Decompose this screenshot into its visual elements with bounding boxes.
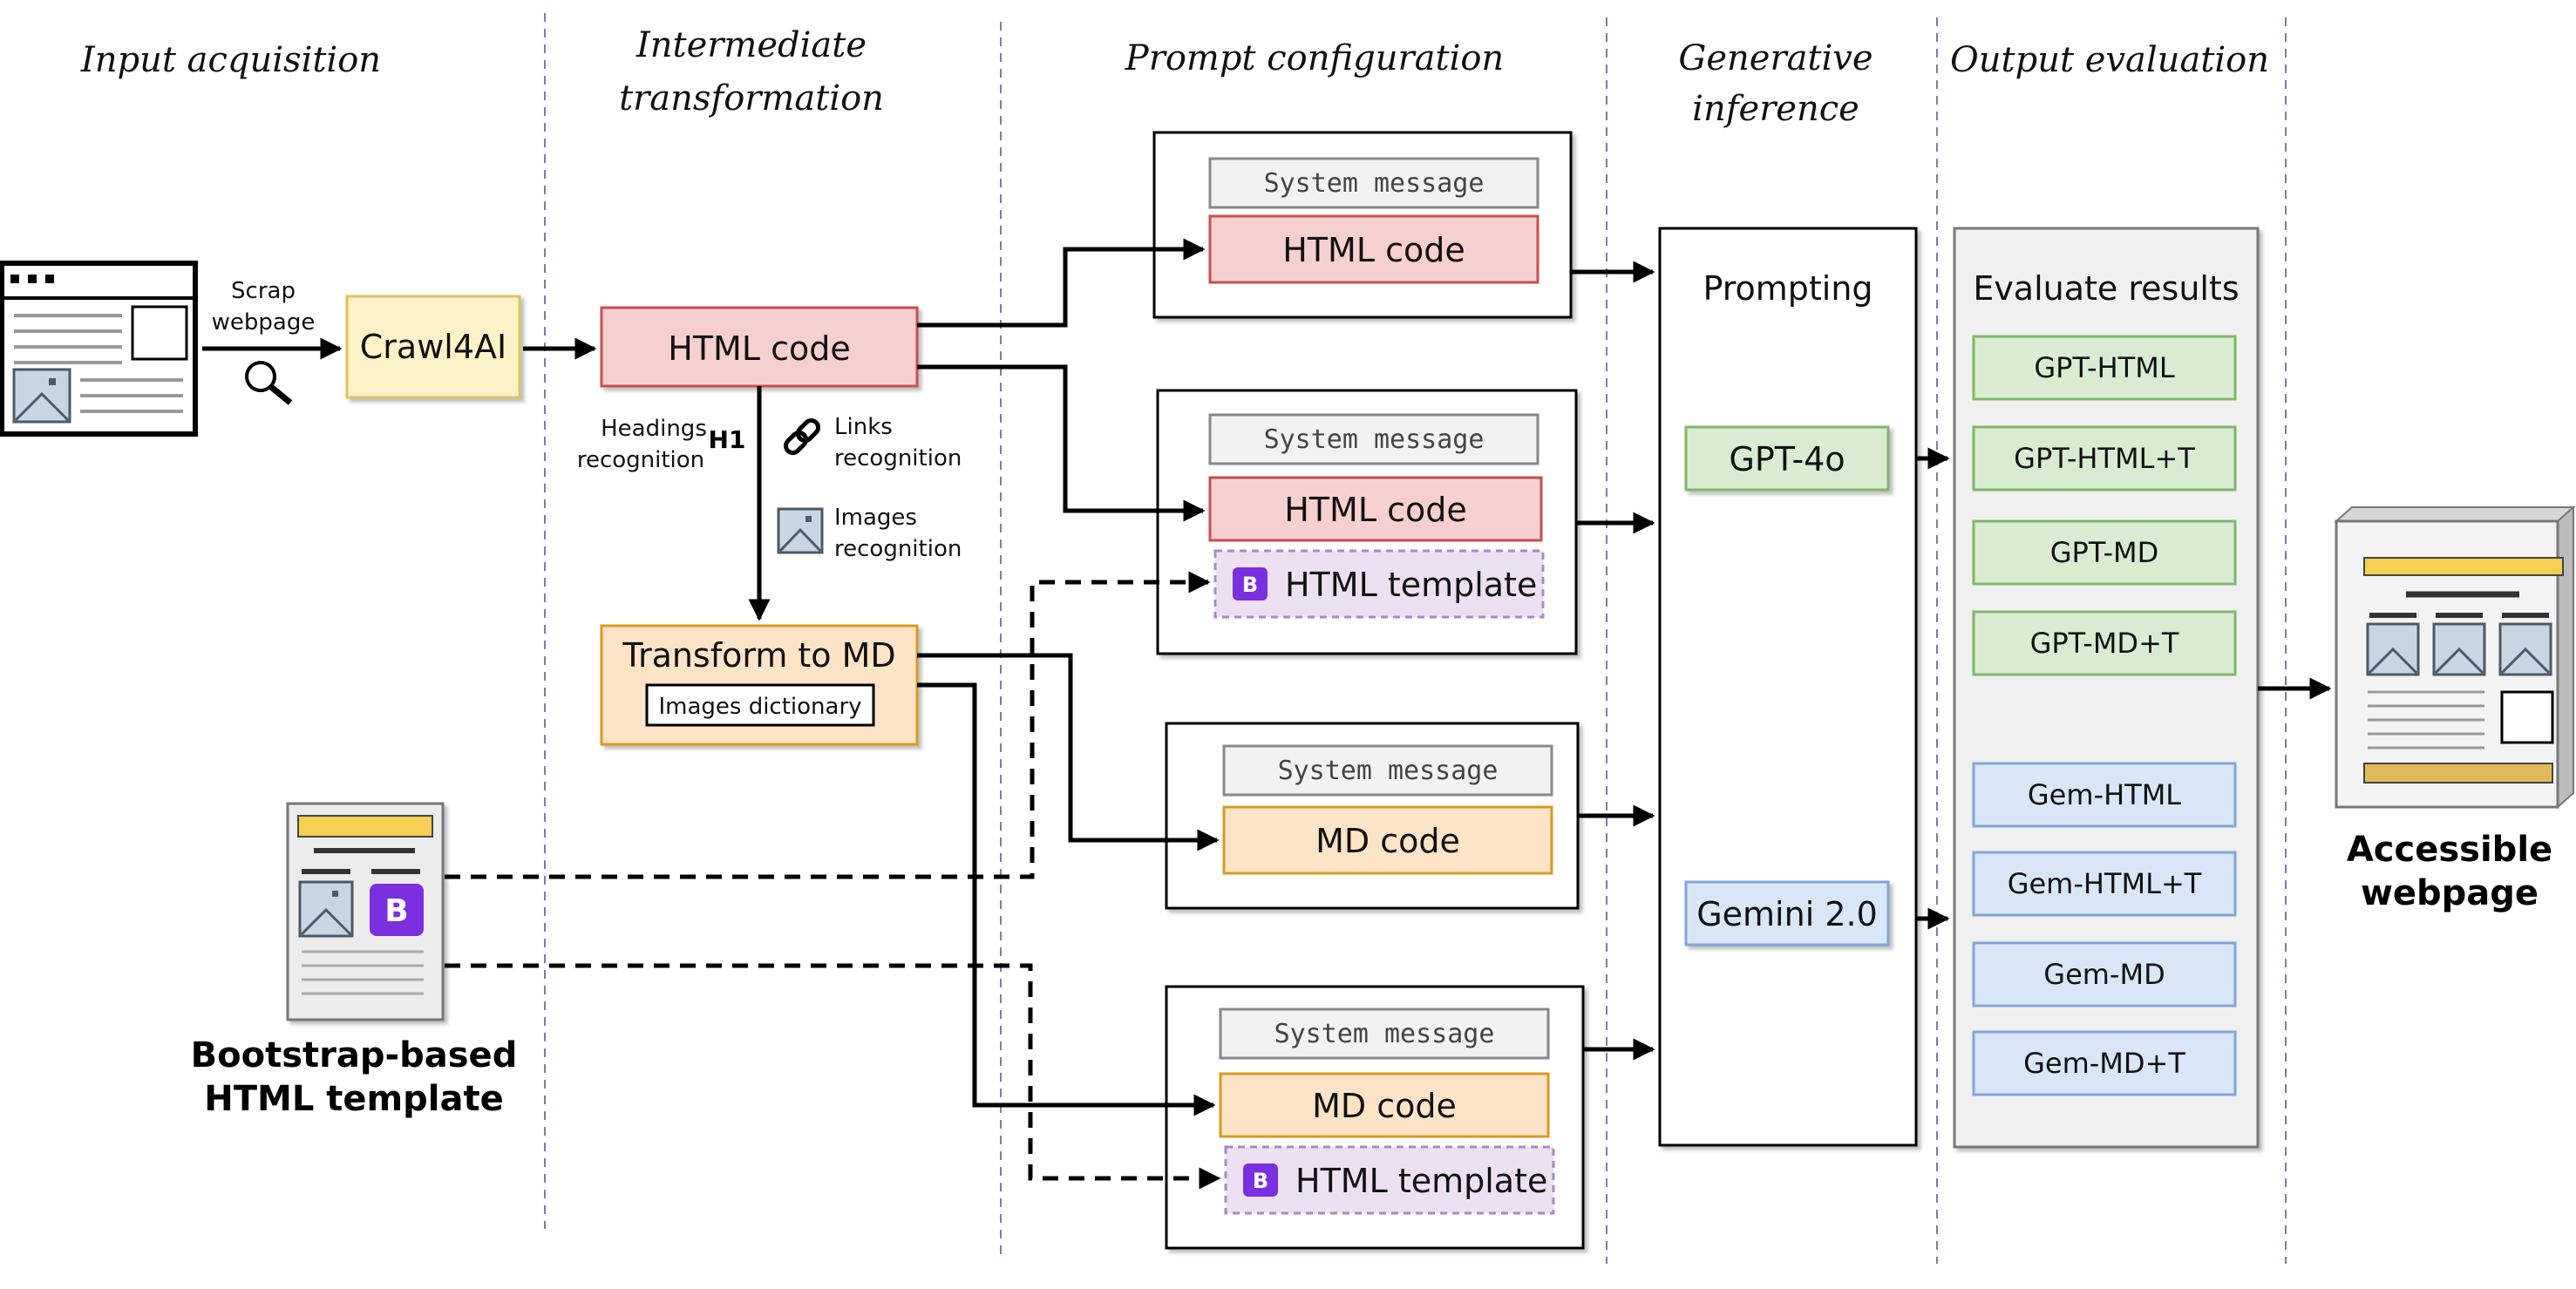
eval-result-gem xyxy=(1972,941,2237,1007)
h1-tag-icon: H1 xyxy=(709,425,746,454)
headings-label-line2: recognition xyxy=(577,447,704,473)
stage-header-generative-line2: inference xyxy=(1692,89,1859,129)
model-gemini-label: Gemini 2.0 xyxy=(1696,895,1878,933)
images-dictionary-label: Images dictionary xyxy=(658,694,861,720)
model-gemini-box xyxy=(1684,880,1890,946)
crawl4ai-label: Crawl4AI xyxy=(360,328,506,366)
stage-header-intermediate-line1: Intermediate xyxy=(636,25,867,65)
eval-result-gpt xyxy=(1972,335,2237,401)
prompt-html-template-label: HTML template xyxy=(1295,1162,1547,1200)
stage-header-generative-line1: Generative xyxy=(1678,38,1873,78)
prompting-title: Prompting xyxy=(1703,269,1873,308)
system-message-label: System message xyxy=(1278,756,1499,786)
transform-md-label: Transform to MD xyxy=(622,636,895,675)
webpage-icon xyxy=(0,261,198,437)
prompting-panel xyxy=(1658,227,1918,1147)
bootstrap-badge-large: B xyxy=(384,893,408,929)
arrow-html-to-prompt2 xyxy=(917,364,1206,522)
image-recognition-icon xyxy=(777,507,824,554)
headings-label-line1: Headings xyxy=(601,416,707,442)
html-code-box xyxy=(600,306,919,388)
eval-result-label: Gem-HTML+T xyxy=(2008,867,2202,900)
bootstrap-badge-letter: B xyxy=(1242,573,1258,597)
eval-result-label: Gem-MD xyxy=(2043,958,2165,991)
html-code-label: HTML code xyxy=(668,329,850,368)
eval-result-label: GPT-HTML xyxy=(2034,351,2174,384)
eval-result-gpt xyxy=(1972,425,2237,492)
images-dictionary-box xyxy=(645,683,875,727)
prompt-html-code-label: HTML code xyxy=(1282,231,1465,269)
stage-header-intermediate-line2: transformation xyxy=(619,78,884,119)
arrow-html-to-prompt1 xyxy=(917,238,1206,328)
links-label-line1: Links xyxy=(834,414,893,440)
links-label-line2: recognition xyxy=(834,445,962,472)
prompt-html-template-box xyxy=(1224,1145,1555,1215)
images-label-line1: Images xyxy=(834,505,917,531)
arrow-template-to-prompt2 xyxy=(445,571,1211,879)
prompt-html-code-label: HTML code xyxy=(1284,491,1466,529)
prompt-md-code-label: MD code xyxy=(1312,1087,1457,1125)
eval-result-gem xyxy=(1972,1030,2237,1096)
prompt-md-code-box xyxy=(1222,805,1553,875)
solid-connectors xyxy=(202,238,2332,1116)
stage-header-input: Input acquisition xyxy=(80,40,381,80)
prompt-html-template-label: HTML template xyxy=(1285,566,1537,604)
eval-result-gem xyxy=(1972,762,2237,828)
prompt-html-template-box xyxy=(1213,549,1545,619)
images-label-line2: recognition xyxy=(834,536,962,562)
system-message-label: System message xyxy=(1264,168,1485,199)
arrow-md-to-prompt4 xyxy=(917,682,1216,1116)
bootstrap-template-icon: B xyxy=(286,802,445,1021)
bootstrap-badge-letter: B xyxy=(1253,1169,1268,1193)
crawl4ai-box xyxy=(345,295,521,399)
model-gpt4o-label: GPT-4o xyxy=(1729,440,1845,478)
system-message-label: System message xyxy=(1274,1019,1495,1049)
prompt-html-code-box xyxy=(1208,476,1543,542)
arrow-template-to-prompt4 xyxy=(445,963,1221,1190)
stage-header-evaluation: Output evaluation xyxy=(1950,40,2269,80)
accessible-webpage-icon xyxy=(2334,505,2576,810)
model-gpt4o-box xyxy=(1684,425,1890,492)
prompt-md-code-box xyxy=(1219,1072,1550,1138)
system-message-box xyxy=(1208,157,1539,209)
arrow-md-to-prompt3 xyxy=(917,653,1220,851)
scrap-label-line2: webpage xyxy=(212,309,316,336)
eval-result-label: Gem-MD+T xyxy=(2023,1047,2185,1080)
bootstrap-badge-icon xyxy=(1243,1163,1278,1197)
accessible-webpage-label-line2: webpage xyxy=(2361,873,2539,913)
bootstrap-template-label-line2: HTML template xyxy=(204,1079,504,1119)
dashed-connectors xyxy=(445,571,1221,1190)
column-separators xyxy=(544,13,2287,1264)
link-icon xyxy=(783,417,821,456)
eval-result-label: GPT-HTML+T xyxy=(2014,442,2195,475)
prompt-md-code-label: MD code xyxy=(1315,822,1460,860)
eval-result-label: GPT-MD xyxy=(2050,536,2159,569)
system-message-box xyxy=(1208,413,1539,465)
scrap-label-line1: Scrap xyxy=(231,278,296,304)
bootstrap-template-label-line1: Bootstrap-based xyxy=(191,1035,518,1075)
system-message-box xyxy=(1222,744,1553,797)
system-message-box xyxy=(1219,1007,1550,1060)
bootstrap-badge-icon xyxy=(1233,567,1268,600)
eval-result-gpt xyxy=(1972,610,2237,676)
accessible-webpage-label-line1: Accessible xyxy=(2347,830,2552,870)
magnifier-icon xyxy=(245,361,293,405)
prompt-html-code-box xyxy=(1208,214,1539,284)
eval-result-gem xyxy=(1972,851,2237,917)
eval-result-label: Gem-HTML xyxy=(2028,778,2181,811)
evaluation-title: Evaluate results xyxy=(1973,269,2239,308)
eval-result-label: GPT-MD+T xyxy=(2030,627,2179,660)
eval-result-gpt xyxy=(1972,519,2237,586)
system-message-label: System message xyxy=(1264,424,1485,455)
stage-header-prompt: Prompt configuration xyxy=(1125,38,1504,78)
